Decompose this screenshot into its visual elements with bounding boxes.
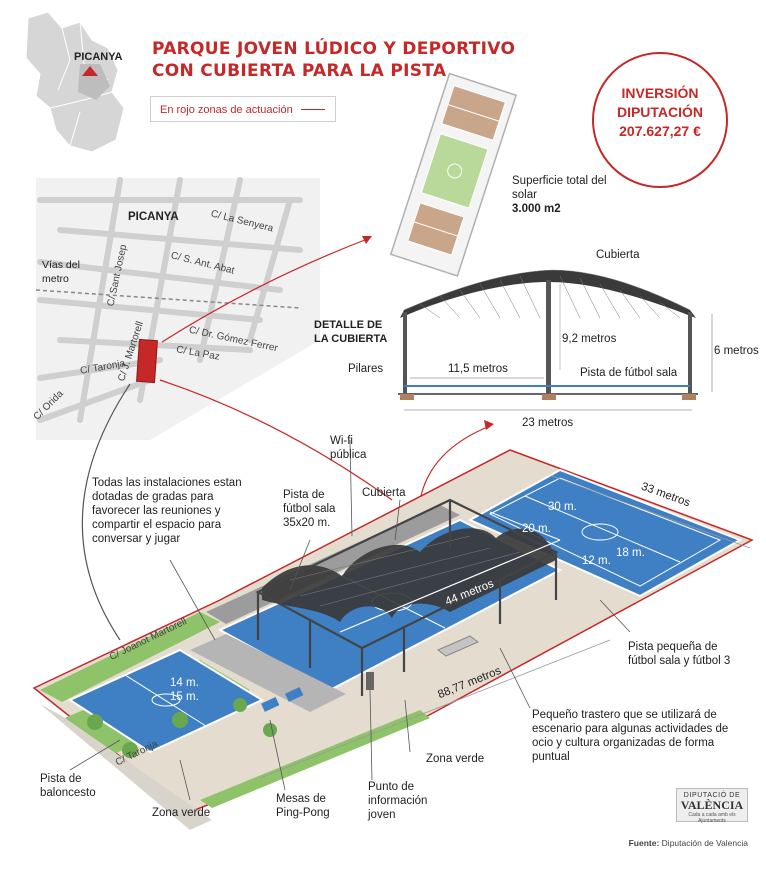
dim-14: 14 m. <box>170 677 199 689</box>
budget-line-1: INVERSIÓN <box>621 85 699 101</box>
title-line-2: CON CUBIERTA PARA LA PISTA <box>152 61 447 81</box>
source-value: Diputación de Valencia <box>661 838 748 848</box>
source-note: Fuente: Diputación de Valencia <box>629 838 748 848</box>
wifi-label: Wi-fi pública <box>330 435 367 461</box>
roof-3d-label: Cubierta <box>362 487 406 499</box>
storage-label: Pequeño trastero que se utilizará de esc… <box>532 709 729 763</box>
dim-12: 12 m. <box>582 555 611 567</box>
budget-amount: 207.627,27 € <box>619 123 701 139</box>
roof-detail-diagram <box>398 269 713 411</box>
dim-20: 20 m. <box>522 523 551 535</box>
height-inner: 9,2 metros <box>562 333 617 345</box>
logo-line-1: DIPUTACIÓ DE <box>683 792 741 799</box>
source-label: Fuente: <box>628 838 660 848</box>
surface-label: Superficie total del solar <box>512 175 607 201</box>
dim-30: 30 m. <box>548 501 577 513</box>
height-outer: 6 metros <box>714 345 759 357</box>
logo-line-3: Cada a cada amb els Ajuntaments <box>688 812 736 824</box>
green-zone-2: Zona verde <box>426 753 485 765</box>
legend-label: En rojo zonas de actuación <box>160 104 293 116</box>
surface-value: 3.000 m2 <box>512 203 561 215</box>
logo-line-2: VALÈNCIA <box>680 798 744 812</box>
court-label: Pista de fútbol sala <box>580 367 678 379</box>
pingpong-label: Mesas de Ping-Pong <box>276 793 330 819</box>
small-court-label: Pista pequeña de fútbol sala y fútbol 3 <box>628 641 731 667</box>
pillars-label: Pilares <box>348 363 384 375</box>
basketball-label: Pista de baloncesto <box>40 773 96 799</box>
location-marker-icon <box>82 66 98 76</box>
locator-town-label: PICANYA <box>74 51 123 63</box>
street-map-town: PICANYA <box>128 211 179 223</box>
span-total: 23 metros <box>522 417 574 429</box>
street-map <box>35 177 393 641</box>
page-title: PARQUE JOVEN LÚDICO Y DEPORTIVO CON CUBI… <box>152 38 532 82</box>
green-zone-1: Zona verde <box>152 807 211 819</box>
info-point-label: Punto de información joven <box>368 781 428 821</box>
budget-badge: INVERSIÓN DIPUTACIÓN 207.627,27 € <box>592 52 728 188</box>
diputacio-logo: DIPUTACIÓ DE VALÈNCIA Cada a cada amb el… <box>676 788 748 824</box>
park-3d-illustration <box>32 449 754 830</box>
title-line-1: PARQUE JOVEN LÚDICO Y DEPORTIVO <box>152 39 516 59</box>
dim-18: 18 m. <box>616 547 645 559</box>
project-site-marker <box>136 338 158 384</box>
leader-lines <box>69 439 631 801</box>
dim-15: 15 m. <box>170 691 199 703</box>
span-half: 11,5 metros <box>448 363 508 375</box>
roof-label: Cubierta <box>596 249 640 261</box>
site-plan <box>389 72 518 277</box>
province-locator-map <box>25 11 125 153</box>
legend-box: En rojo zonas de actuación <box>150 96 336 122</box>
futsal-label: Pista de fútbol sala 35x20 m. <box>283 489 336 529</box>
facilities-note: Todas las instalaciones estan dotadas de… <box>92 477 242 545</box>
metro-label: Vías del metro <box>42 259 80 285</box>
legend-line-swatch <box>301 109 325 110</box>
budget-line-2: DIPUTACIÓN <box>616 104 704 120</box>
roof-detail-title: DETALLE DE LA CUBIERTA <box>314 319 388 345</box>
